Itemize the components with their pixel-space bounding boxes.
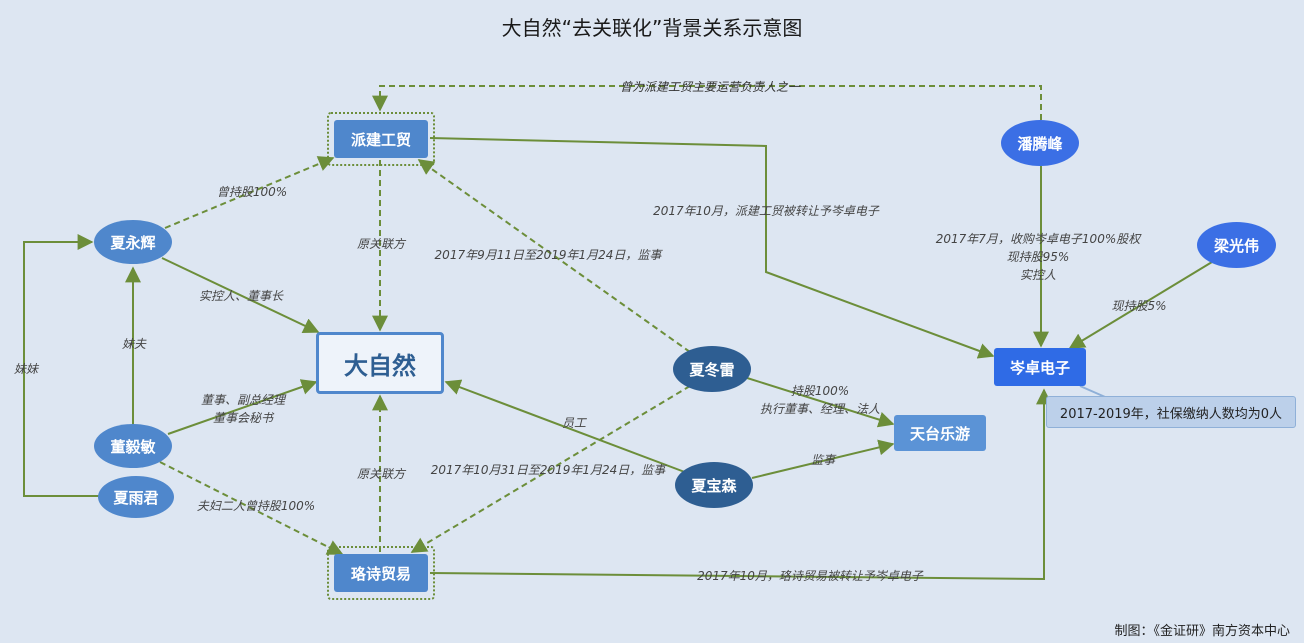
edge-label-dym-xyh: 妹夫 (122, 337, 147, 351)
edge-xdl-tiantai (743, 376, 895, 428)
edge-label-dym-daziran-1: 董事、副总经理 (201, 393, 287, 407)
edge-label-xbs-tiantai: 监事 (811, 453, 837, 467)
edge-label-xdl-tiantai-2: 执行董事、经理、法人 (760, 402, 880, 416)
edge-label-xdl-luoshi: 2017年10月31日至2019年1月24日，监事 (431, 463, 668, 477)
node-xiayonghui[interactable]: 夏永辉 (94, 220, 172, 264)
edge-label-luoshi-daziran: 原关联方 (357, 467, 407, 481)
node-paijian[interactable]: 派建工贸 (334, 120, 428, 158)
edge-label-xdl-paijian: 2017年9月11日至2019年1月24日，监事 (435, 248, 664, 262)
node-luoshi[interactable]: 珞诗贸易 (334, 554, 428, 592)
edge-label-dym-daziran-2: 董事会秘书 (213, 411, 275, 425)
edge-xyh-daziran (161, 257, 320, 334)
edge-label-pan-paijian: 曾为派建工贸主要运营负责人之一 (620, 80, 801, 94)
credit-text: 制图：《金证研》南方资本中心 (1114, 624, 1290, 639)
node-panqifeng[interactable]: 潘腾峰 (1001, 120, 1079, 166)
edge-label-pan-cenzhuo-3: 实控人 (1020, 268, 1056, 282)
node-xiayujun[interactable]: 夏雨君 (98, 476, 174, 518)
edge-label-pan-cenzhuo-2: 现持股95% (1007, 250, 1070, 264)
edge-label-luoshi-cenzhuo: 2017年10月，珞诗贸易被转让予岑卓电子 (697, 569, 924, 583)
edge-label-xdl-tiantai-1: 持股100% (791, 384, 849, 398)
edge-label-paijian-cenzhuo: 2017年10月，派建工贸被转让予岑卓电子 (653, 204, 880, 218)
edge-label-pan-cenzhuo-1: 2017年7月，收购岑卓电子100%股权 (936, 232, 1142, 246)
paijian-frame (327, 112, 435, 166)
node-xiabaosen[interactable]: 夏宝森 (675, 462, 753, 508)
luoshi-frame (327, 546, 435, 600)
edge-label-lgw-cenzhuo: 现持股5% (1111, 299, 1166, 313)
edge-xdl-luoshi (410, 385, 691, 553)
edge-label-xyh-paijian: 曾持股100% (217, 185, 287, 199)
node-xiadonglei[interactable]: 夏冬雷 (673, 346, 751, 392)
edge-label-xbs-daziran: 员工 (562, 416, 587, 430)
edge-xyj-xyh (23, 234, 100, 497)
cenzhuo-note: 2017-2019年，社保缴纳人数均为0人 (1046, 396, 1296, 428)
edge-label-paijian-daziran: 原关联方 (357, 237, 407, 251)
edge-pan-paijian (372, 85, 1042, 120)
edge-label-xyj-xyh: 妹妹 (14, 362, 40, 376)
edge-xbs-tiantai (751, 439, 895, 479)
node-dongyimin[interactable]: 董毅敏 (94, 424, 172, 468)
node-cenzhuo[interactable]: 岑卓电子 (994, 348, 1086, 386)
edge-xdl-paijian (417, 159, 691, 353)
node-tiantai[interactable]: 天台乐游 (894, 415, 986, 451)
edge-label-xyh-daziran: 实控人、董事长 (199, 289, 284, 303)
edge-couple-luoshi (159, 461, 344, 555)
edge-xyh-paijian (164, 156, 335, 229)
edge-paijian-cenzhuo (429, 137, 995, 359)
node-daziran[interactable]: 大自然 (316, 332, 444, 394)
edge-dym-daziran (167, 379, 318, 435)
edge-label-couple-luoshi: 夫妇二人曾持股100% (197, 499, 315, 513)
edge-luoshi-cenzhuo (429, 388, 1052, 581)
edge-xbs-daziran (444, 379, 691, 475)
page-title: 大自然“去关联化”背景关系示意图 (501, 16, 803, 40)
edge-lgw-cenzhuo (1068, 261, 1213, 349)
node-liangguangwei[interactable]: 梁光伟 (1197, 222, 1276, 268)
